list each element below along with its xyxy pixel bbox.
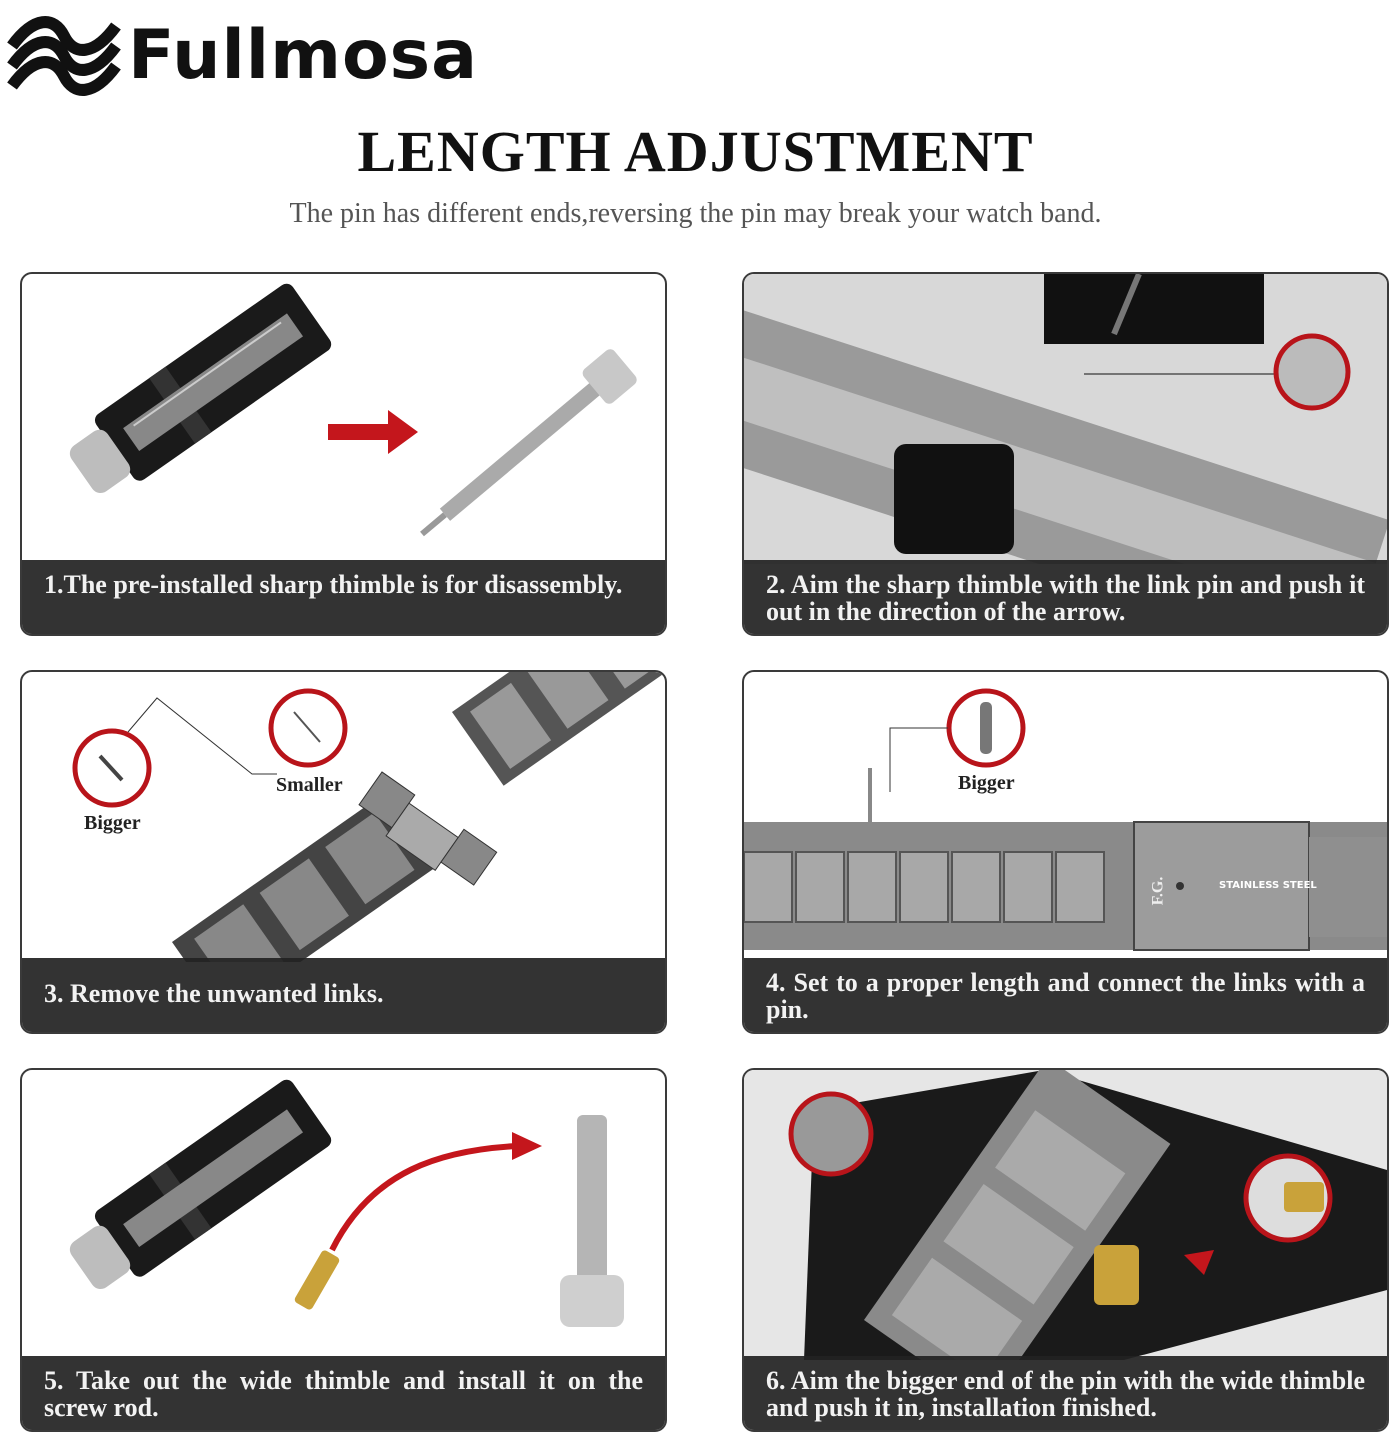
smaller-label: Smaller [276,774,343,796]
link-tool-illustration [69,283,637,537]
clasp-marking: F.G. [1149,876,1167,906]
brand-name: Fullmosa [128,16,479,95]
step-3-panel: Bigger Smaller 3. Remove the unwanted li… [20,670,667,1034]
thimble-swap-illustration [69,1079,624,1327]
page-title: LENGTH ADJUSTMENT [357,119,1034,184]
clasp-engraving: STAINLESS STEEL [1219,880,1317,891]
step-6-panel: 6. Aim the bigger end of the pin with th… [742,1068,1389,1432]
band-connected-illustration [744,688,1387,951]
step-1-panel: 1.The pre-installed sharp thimble is for… [20,272,667,636]
step-4-panel: Bigger F.G. STAINLESS STEEL 4. Set to a … [742,670,1389,1034]
wave-logo-icon [7,16,121,96]
step-4-caption: 4. Set to a proper length and connect th… [744,958,1387,1032]
curved-arrow-icon [512,1132,542,1160]
step-5-panel: 5. Take out the wide thimble and install… [20,1068,667,1432]
bigger-label: Bigger [958,772,1015,794]
step-2-caption: 2. Aim the sharp thimble with the link p… [744,560,1387,634]
brand: Fullmosa [4,6,478,106]
step-5-caption: 5. Take out the wide thimble and install… [22,1356,665,1430]
zoom-circle-icon [788,1091,874,1177]
step-1-caption: 1.The pre-installed sharp thimble is for… [22,560,665,634]
step-6-caption: 6. Aim the bigger end of the pin with th… [744,1356,1387,1430]
push-arrow-icon [1184,1250,1214,1275]
bigger-label: Bigger [84,812,141,834]
step-3-caption: 3. Remove the unwanted links. [22,958,665,1032]
pin-install-illustration [744,1070,1387,1360]
page-subtitle: The pin has different ends,reversing the… [289,198,1102,229]
zoom-circle-icon [1273,333,1351,411]
step-2-panel: 2. Aim the sharp thimble with the link p… [742,272,1389,636]
pin-removal-illustration [744,274,1387,564]
right-arrow-icon [328,410,418,454]
